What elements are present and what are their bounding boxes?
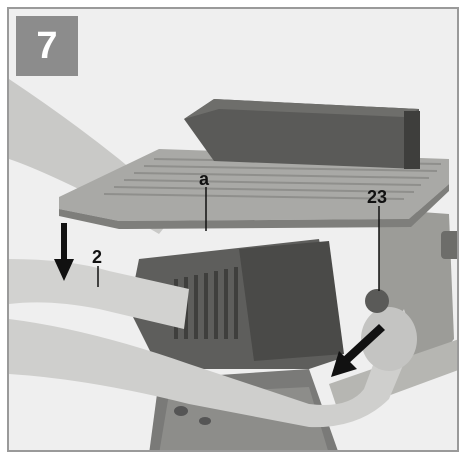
right-knob <box>441 231 457 259</box>
rip-fence <box>184 99 419 169</box>
table-front-edge <box>59 184 449 229</box>
saw-photo-illustration <box>9 9 457 450</box>
base-bolt-2 <box>199 417 211 425</box>
diagonal-arrow <box>331 324 385 377</box>
hand-on-handle <box>361 307 417 371</box>
step-number-badge: 7 <box>16 16 78 76</box>
callout-2: 2 <box>92 247 103 267</box>
base-bolt <box>174 406 188 416</box>
right-forearm <box>9 309 414 428</box>
callout-23: 23 <box>367 187 388 207</box>
down-arrow <box>54 223 74 281</box>
photo-frame: 7 a 23 2 <box>7 7 459 452</box>
fence-clamp <box>404 111 420 169</box>
handle-knob <box>365 289 389 313</box>
callout-a: a <box>199 169 210 189</box>
motor-housing-dark <box>239 241 344 361</box>
left-lower-arm <box>9 259 189 329</box>
rip-fence-top <box>184 99 419 119</box>
